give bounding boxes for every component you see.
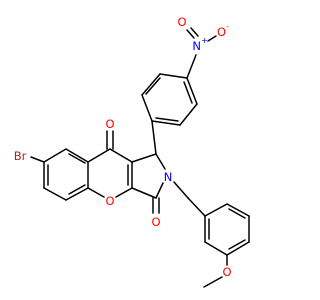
bond — [145, 77, 161, 95]
bond — [226, 241, 250, 256]
atom-label-lactam-nitrogen: N — [164, 170, 173, 184]
atom-label-lactam-oxygen: O — [151, 215, 160, 229]
bond — [187, 197, 206, 217]
atom-label-bromine: Br — [14, 149, 27, 163]
bond — [43, 187, 67, 201]
atom-label-ketone-oxygen: O — [105, 117, 114, 131]
bond — [173, 181, 189, 199]
bond — [151, 120, 181, 126]
bonds — [30, 27, 250, 288]
atom-label-nitro-nitrogen: N+ — [192, 36, 207, 53]
bond — [204, 241, 228, 256]
bond — [151, 120, 157, 155]
bond — [190, 27, 199, 37]
bond — [207, 35, 217, 42]
bond — [183, 81, 193, 104]
bond — [155, 117, 179, 122]
bond — [131, 187, 157, 199]
bond — [155, 153, 166, 170]
atom-label-nitro-oxide: O- — [217, 22, 229, 39]
atom-label-methoxy-oxygen: O — [222, 265, 231, 279]
bond — [186, 29, 195, 39]
molecule-structure: Br O O O N N+ O O- O — [14, 15, 250, 288]
atom-labels: Br O O O N N+ O O- O — [14, 15, 232, 279]
bond — [226, 203, 250, 217]
bond — [87, 187, 105, 198]
bond — [30, 156, 45, 163]
bond — [115, 187, 133, 198]
bond — [43, 148, 67, 163]
bond — [109, 148, 133, 163]
bond — [186, 77, 198, 105]
atom-label-nitro-oxygen: O — [177, 15, 186, 29]
bond — [228, 208, 246, 219]
bond — [179, 103, 198, 126]
bond — [87, 148, 111, 163]
bond — [228, 239, 246, 250]
bond — [131, 153, 157, 163]
bond — [141, 73, 161, 96]
bond — [186, 54, 197, 79]
bond — [65, 187, 89, 201]
bond — [141, 94, 153, 122]
bond — [159, 73, 188, 79]
bond — [65, 148, 89, 163]
bond — [204, 203, 228, 217]
bond — [68, 184, 86, 195]
atom-label-ring-oxygen: O — [105, 194, 114, 208]
bond — [203, 276, 223, 288]
bond — [68, 153, 86, 164]
bond — [155, 182, 164, 199]
